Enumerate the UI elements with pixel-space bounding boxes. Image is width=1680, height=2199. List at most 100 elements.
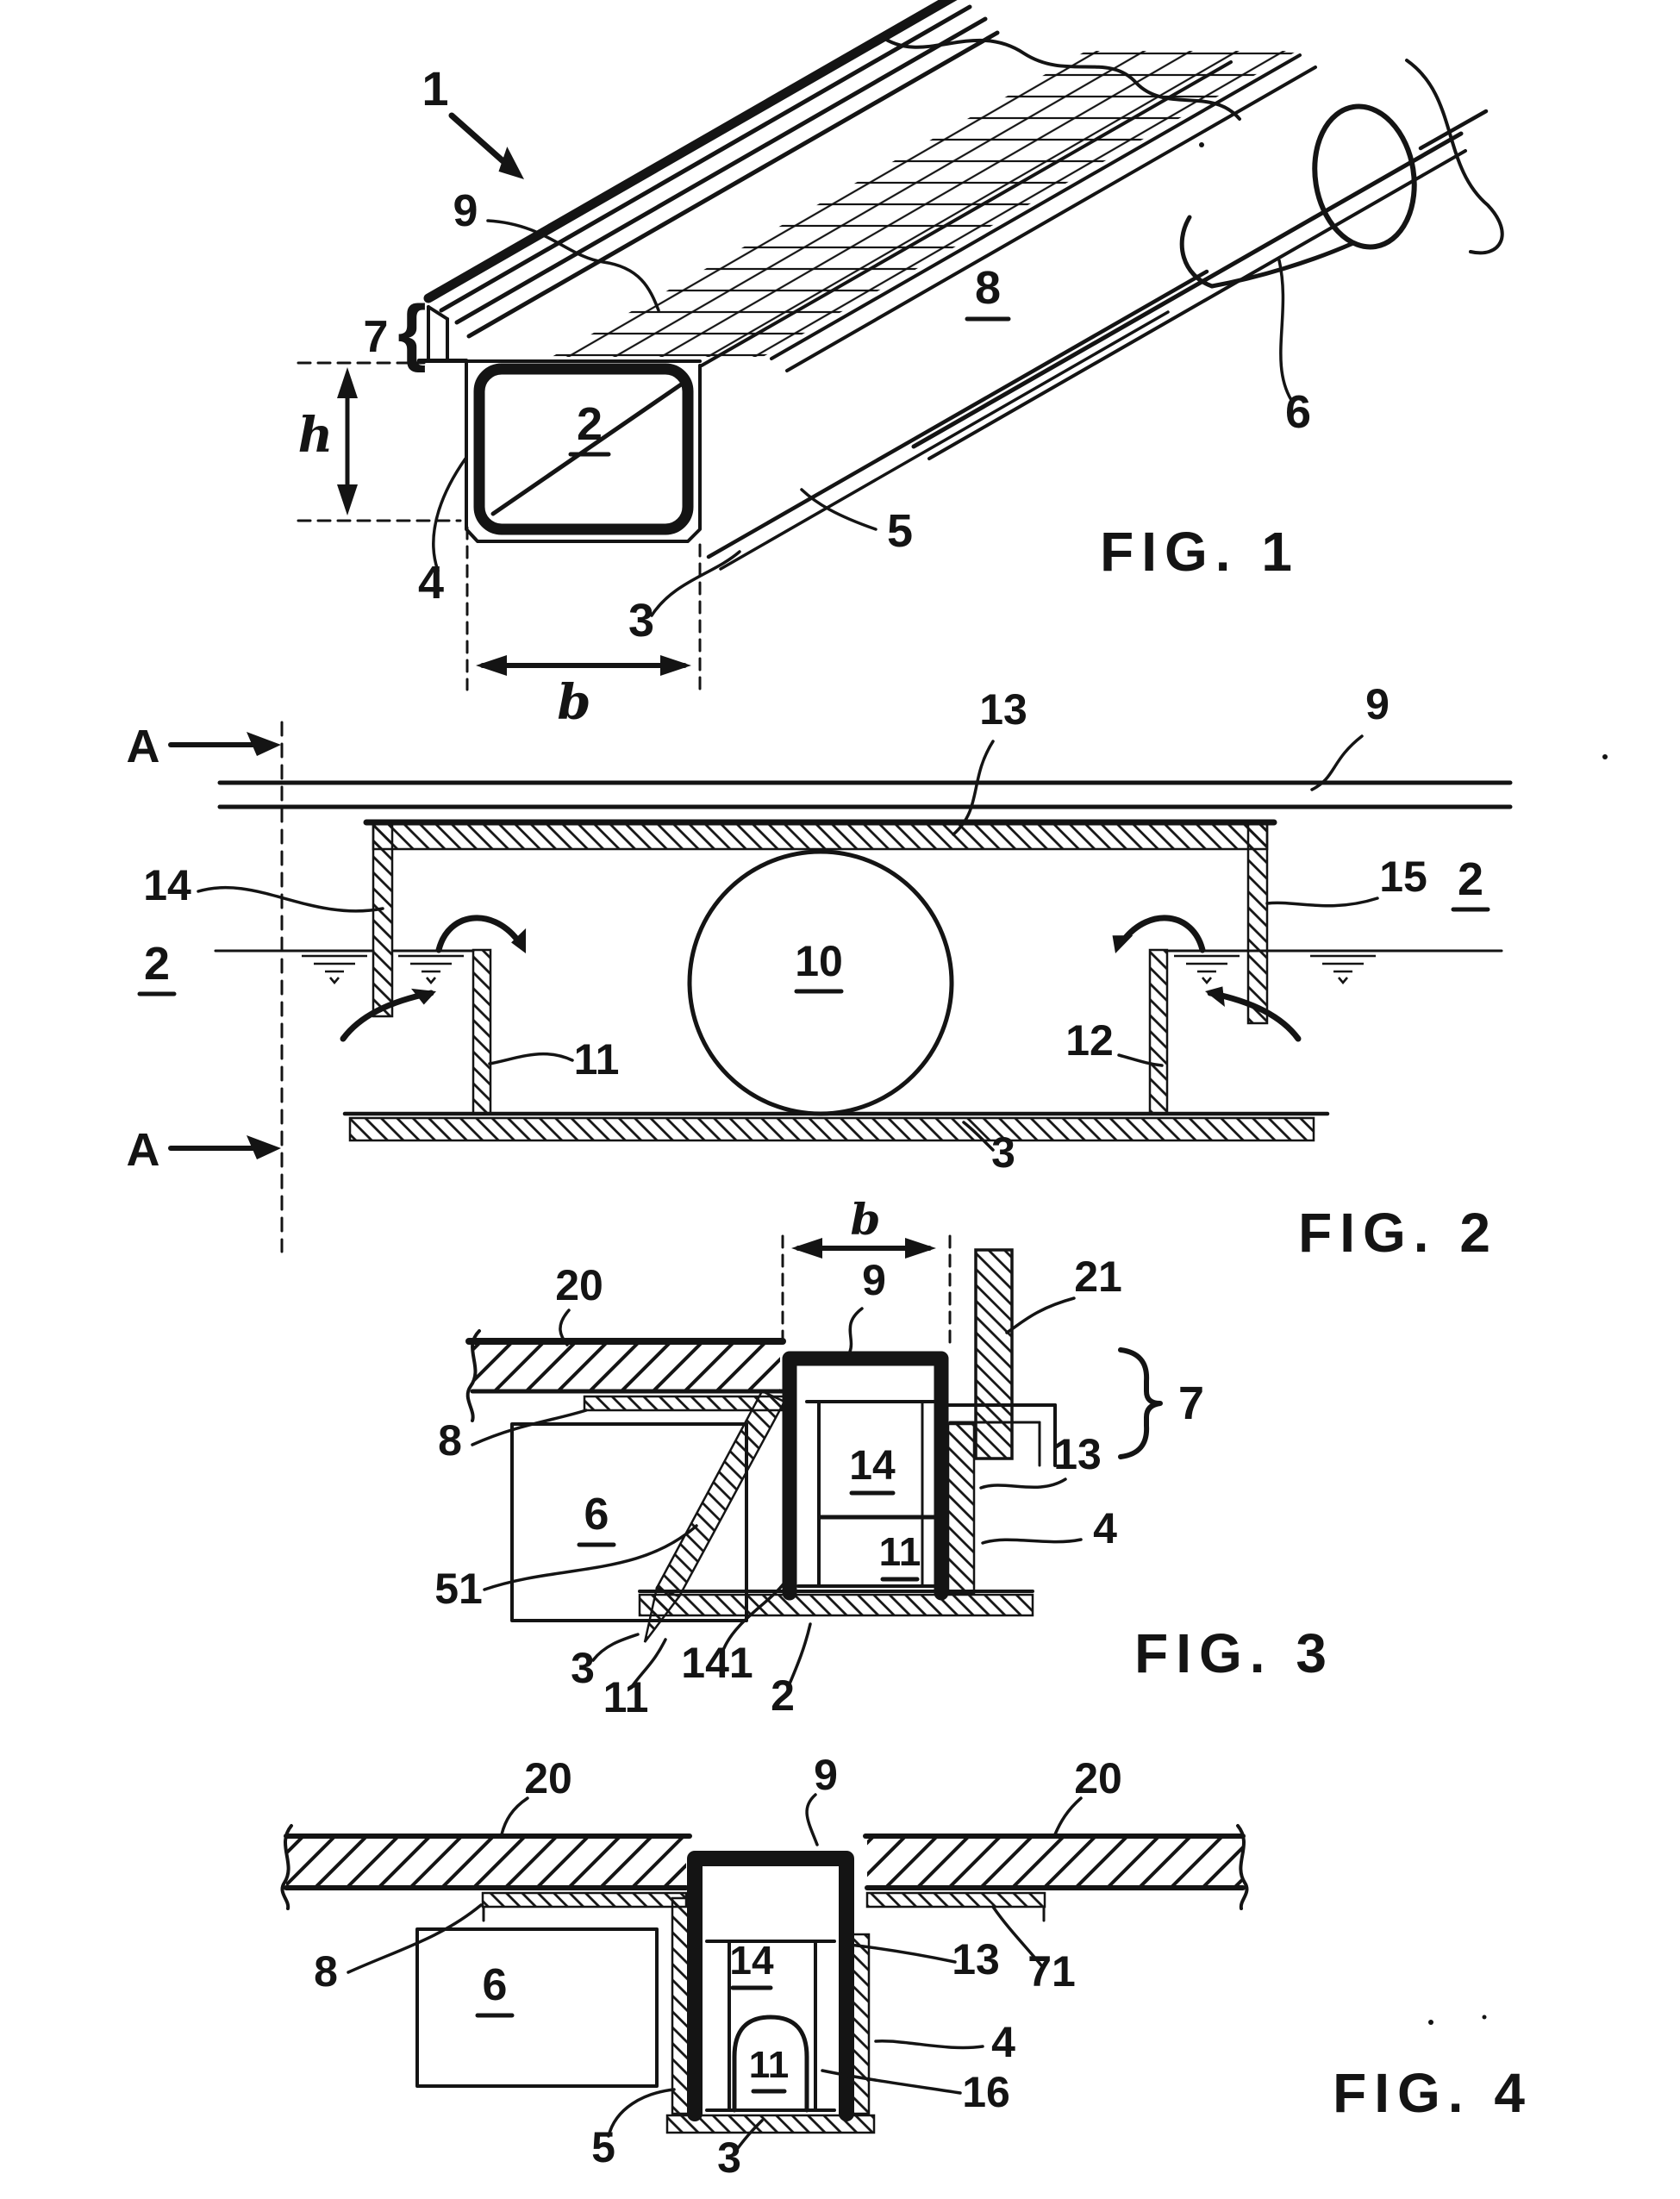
fig4-strip-71 bbox=[865, 1891, 1046, 1922]
fig4-leader-3 bbox=[736, 2119, 764, 2150]
fig4-dome-16 bbox=[732, 2015, 809, 2113]
fig2-belt-lines bbox=[217, 780, 1513, 809]
fig4-leader-20-right bbox=[1053, 1796, 1083, 1836]
fig4-label-14: 14 bbox=[729, 1938, 774, 1983]
fig3-label-7: 7 bbox=[1178, 1377, 1204, 1429]
fig2-caption: FIG. 2 bbox=[1298, 1202, 1498, 1264]
fig1-pointer-arrow-1 bbox=[448, 112, 534, 188]
fig3-outer-lining-4 bbox=[946, 1422, 976, 1595]
fig3-leader-4 bbox=[981, 1538, 1083, 1545]
fig3-leader-21 bbox=[1005, 1296, 1076, 1334]
fig3-label-51: 51 bbox=[434, 1565, 483, 1613]
fig1-label-8: 8 bbox=[975, 262, 1001, 314]
fig4-bedding-box-6 bbox=[415, 1927, 659, 2088]
fig4-leader-5 bbox=[607, 2088, 676, 2138]
fig3-dimension-b bbox=[781, 1234, 952, 1352]
fig4-leader-20-left bbox=[500, 1796, 529, 1836]
fig3-leader-13 bbox=[979, 1477, 1067, 1490]
fig1-dimension-h bbox=[297, 361, 462, 522]
fig1-leader-9 bbox=[486, 219, 660, 312]
fig2-flow-arrows bbox=[340, 915, 1302, 1042]
fig4-label-11: 11 bbox=[749, 2044, 790, 2086]
fig2-label-11: 11 bbox=[574, 1035, 620, 1084]
fig2-label-3: 3 bbox=[991, 1128, 1015, 1177]
fig4-leader-9 bbox=[805, 1793, 819, 1846]
fig3-leader-9 bbox=[848, 1307, 864, 1353]
fig4-label-20-left: 20 bbox=[524, 1754, 572, 1802]
fig1-label-h: h bbox=[298, 407, 334, 464]
fig3-label-4: 4 bbox=[1093, 1504, 1117, 1552]
fig1-brace-7: { bbox=[397, 290, 426, 373]
fig3-brace-7 bbox=[1118, 1347, 1163, 1459]
fig3-right-side bbox=[946, 1248, 1163, 1595]
fig3-leader-8 bbox=[471, 1409, 588, 1446]
fig4-inner-lining bbox=[705, 1940, 836, 2113]
fig3-slab-20 bbox=[465, 1329, 786, 1422]
fig3-label-141: 141 bbox=[681, 1639, 753, 1687]
fig2-water-surface bbox=[214, 949, 1503, 984]
fig4-slab-right bbox=[863, 1824, 1249, 1910]
fig2-label-a-bottom: A bbox=[127, 1124, 160, 1176]
fig4-label-20-right: 20 bbox=[1074, 1754, 1122, 1802]
fig1-leader-3 bbox=[650, 550, 741, 617]
fig3-label-14: 14 bbox=[849, 1443, 896, 1489]
fig4-leader-8 bbox=[347, 1903, 483, 1974]
fig3-label-8: 8 bbox=[438, 1416, 462, 1465]
fig2-label-9: 9 bbox=[1365, 680, 1390, 728]
fig1-label-4: 4 bbox=[418, 557, 444, 609]
fig2-label-13: 13 bbox=[979, 685, 1027, 734]
fig2-leader-13 bbox=[952, 740, 995, 836]
fig3-leader-20 bbox=[559, 1309, 571, 1346]
fig2-outer-wall-14 bbox=[372, 822, 394, 1018]
fig4-leader-16 bbox=[821, 2069, 962, 2095]
fig2-outer-wall-15 bbox=[1246, 822, 1269, 1025]
fig2-leader-14 bbox=[197, 886, 384, 913]
fig3-label-b: b bbox=[851, 1194, 881, 1245]
fig4-caption: FIG. 4 bbox=[1333, 2062, 1533, 2124]
fig3-channel-profile bbox=[782, 1351, 949, 1601]
fig3-label-21: 21 bbox=[1074, 1253, 1122, 1301]
fig1-leader-6 bbox=[1277, 259, 1293, 402]
fig3-label-20: 20 bbox=[555, 1261, 603, 1309]
fig2-roll-circle bbox=[687, 849, 954, 1116]
fig2-label-a-top: A bbox=[127, 721, 160, 772]
fig2-leader-9 bbox=[1310, 734, 1364, 791]
fig4-drawing: 20 9 20 8 71 6 14 13 4 11 16 5 3 FIG. 4 bbox=[280, 1751, 1533, 2182]
fig2-hood-structure bbox=[363, 819, 1277, 1025]
fig1-tube-cross-section bbox=[417, 305, 702, 543]
fig2-label-10: 10 bbox=[795, 937, 843, 985]
fig2-label-14: 14 bbox=[143, 861, 191, 909]
fig1-leader-4 bbox=[432, 457, 467, 572]
fig1-label-5: 5 bbox=[887, 505, 913, 557]
fig1-label-3: 3 bbox=[628, 595, 654, 647]
fig3-label-9: 9 bbox=[862, 1256, 886, 1304]
fig4-label-16: 16 bbox=[962, 2068, 1010, 2116]
fig1-roller-cylinder bbox=[1179, 103, 1417, 289]
fig4-label-6: 6 bbox=[483, 1960, 508, 2010]
fig4-label-3: 3 bbox=[717, 2133, 741, 2182]
fig4-leader-4 bbox=[874, 2040, 984, 2050]
fig2-label-12: 12 bbox=[1065, 1016, 1114, 1065]
fig4-label-8: 8 bbox=[314, 1947, 338, 1996]
fig2-section-line bbox=[168, 721, 284, 1253]
fig3-label-11-inner: 11 bbox=[879, 1529, 921, 1574]
fig3-leader-141 bbox=[722, 1581, 786, 1650]
fig4-label-4: 4 bbox=[991, 2018, 1015, 2066]
fig2-weir-wall-11 bbox=[472, 948, 492, 1115]
fig3-leader-2 bbox=[786, 1622, 812, 1690]
fig2-weir-wall-12 bbox=[1148, 948, 1169, 1115]
fig2-leader-15 bbox=[1265, 896, 1379, 908]
fig4-label-9: 9 bbox=[814, 1751, 838, 1799]
fig4-channel-profile bbox=[687, 1851, 854, 2121]
fig4-outer-lining bbox=[665, 1896, 876, 2134]
fig3-leader-51 bbox=[483, 1524, 698, 1591]
fig3-bedding-box-6 bbox=[510, 1422, 748, 1622]
fig3-caption: FIG. 3 bbox=[1134, 1622, 1334, 1684]
fig1-caption: FIG. 1 bbox=[1100, 521, 1300, 583]
fig1-label-6: 6 bbox=[1285, 386, 1311, 438]
fig1-label-7: 7 bbox=[364, 312, 389, 362]
fig3-label-6: 6 bbox=[584, 1490, 609, 1540]
fig3-base bbox=[638, 1590, 1034, 1617]
fig2-leader-3 bbox=[962, 1121, 995, 1152]
